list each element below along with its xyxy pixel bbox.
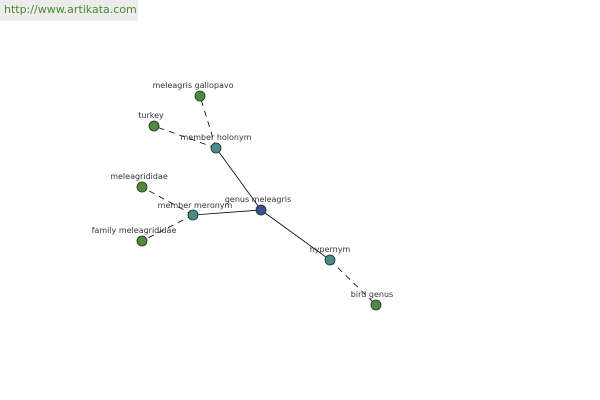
- node-label-family-meleagrididae[interactable]: family meleagrididae: [92, 226, 177, 235]
- node-label-turkey[interactable]: turkey: [138, 111, 164, 120]
- node-family-meleagrididae[interactable]: [136, 235, 148, 247]
- node-label-hypernym[interactable]: hypernym: [310, 245, 351, 254]
- node-label-genus-meleagris[interactable]: genus meleagris: [225, 195, 291, 204]
- node-meleagris-gallopavo[interactable]: [194, 90, 206, 102]
- node-label-member-holonym[interactable]: member holonym: [180, 133, 251, 142]
- node-bird-genus[interactable]: [370, 299, 382, 311]
- node-genus-meleagris[interactable]: [255, 204, 267, 216]
- edge-genus-meleagris-to-member-meronym: [192, 209, 262, 216]
- node-label-meleagrididae[interactable]: meleagrididae: [110, 172, 168, 181]
- node-member-meronym[interactable]: [187, 209, 199, 221]
- edge-genus-meleagris-to-hypernym: [260, 209, 331, 261]
- node-label-meleagris-gallopavo[interactable]: meleagris gallopavo: [153, 81, 234, 90]
- edge-member-holonym-to-meleagris-gallopavo: [199, 95, 217, 149]
- node-hypernym[interactable]: [324, 254, 336, 266]
- edge-member-meronym-to-family-meleagrididae: [141, 214, 194, 242]
- url-link[interactable]: http://www.artikata.com: [4, 3, 137, 16]
- node-label-member-meronym[interactable]: member meronym: [158, 201, 233, 210]
- edge-genus-meleagris-to-member-holonym: [215, 147, 262, 211]
- node-label-bird-genus[interactable]: bird genus: [351, 290, 393, 299]
- url-banner: http://www.artikata.com: [0, 0, 138, 21]
- edge-member-meronym-to-meleagrididae: [141, 186, 194, 216]
- node-member-holonym[interactable]: [210, 142, 222, 154]
- node-turkey[interactable]: [148, 120, 160, 132]
- node-meleagrididae[interactable]: [136, 181, 148, 193]
